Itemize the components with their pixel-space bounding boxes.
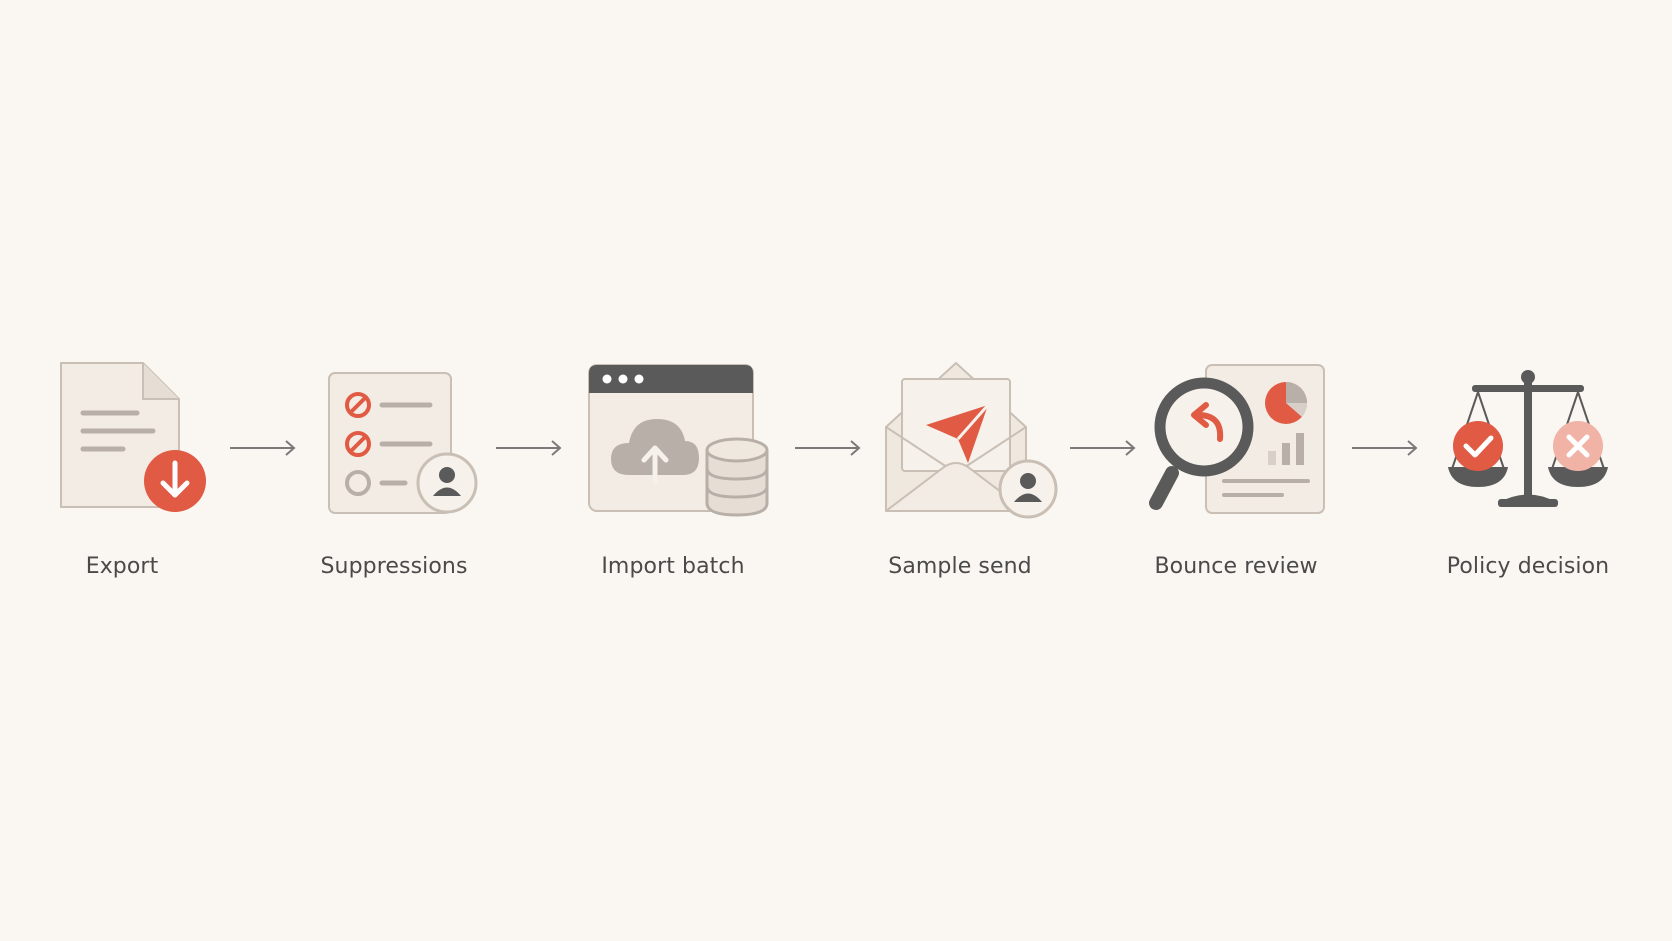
step-policy-decision bbox=[1432, 355, 1622, 515]
step-label-suppressions: Suppressions bbox=[320, 554, 468, 579]
step-label-bounce-review: Bounce review bbox=[1154, 554, 1318, 579]
step-sample-send bbox=[884, 355, 1074, 519]
document-download-icon bbox=[60, 362, 206, 512]
envelope-send-icon bbox=[885, 362, 1058, 519]
cloud-upload-database-icon bbox=[588, 364, 769, 517]
suppression-list-icon bbox=[328, 372, 478, 514]
step-import-batch bbox=[587, 355, 777, 517]
step-label-sample-send: Sample send bbox=[888, 554, 1032, 579]
flow-arrow-3 bbox=[795, 436, 865, 460]
step-bounce-review bbox=[1149, 355, 1340, 515]
flow-arrow-1 bbox=[230, 436, 300, 460]
flow-arrow-5 bbox=[1352, 436, 1422, 460]
flow-arrow-2 bbox=[496, 436, 566, 460]
step-export bbox=[55, 355, 245, 515]
magnifier-report-icon bbox=[1149, 364, 1325, 514]
step-label-policy-decision: Policy decision bbox=[1446, 554, 1610, 579]
step-label-import-batch: Import batch bbox=[601, 554, 745, 579]
balance-scale-icon bbox=[1448, 370, 1608, 507]
step-suppressions bbox=[325, 355, 515, 515]
flow-arrow-4 bbox=[1070, 436, 1140, 460]
step-label-export: Export bbox=[85, 554, 159, 579]
